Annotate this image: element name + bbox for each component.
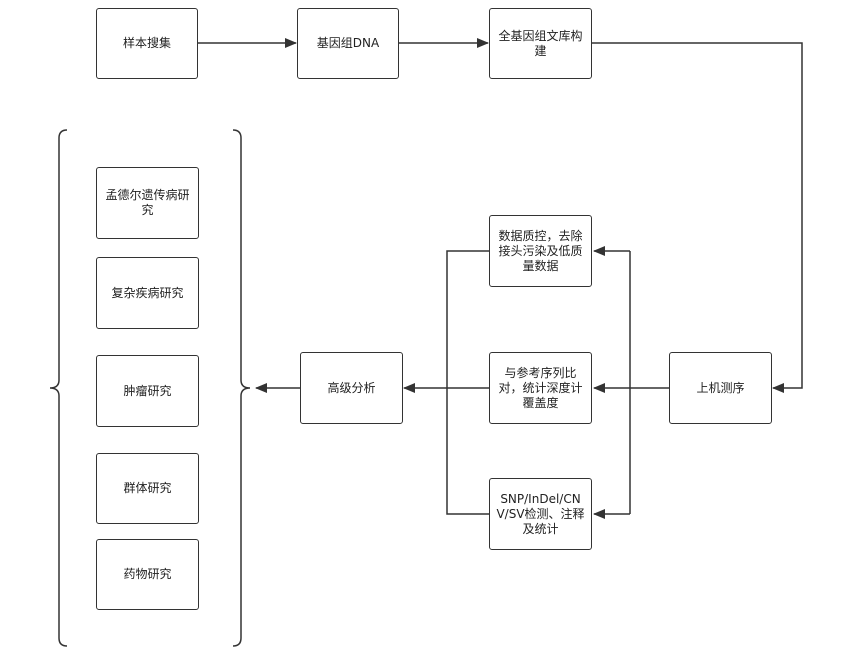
line-qc-to-left-bus bbox=[446, 250, 489, 515]
node-label: 样本搜集 bbox=[122, 36, 171, 50]
node-alignment: 与参考序列比对，统计深度计覆盖度 bbox=[489, 352, 592, 424]
node-population-research: 群体研究 bbox=[96, 453, 199, 524]
arrow-library-to-sequencing bbox=[592, 42, 803, 393]
node-label: 与参考序列比对，统计深度计覆盖度 bbox=[498, 365, 583, 410]
node-label: 高级分析 bbox=[327, 380, 376, 395]
node-label: 基因组DNA bbox=[316, 36, 380, 50]
node-label: 数据质控，去除接头污染及低质量数据 bbox=[498, 228, 583, 273]
node-label: 复杂疾病研究 bbox=[111, 285, 184, 300]
left-brace bbox=[49, 129, 68, 647]
node-label: 上机测序 bbox=[696, 380, 745, 395]
node-library-construction: 全基因组文库构建 bbox=[489, 8, 592, 79]
node-advanced-analysis: 高级分析 bbox=[300, 352, 403, 424]
node-sequencing: 上机测序 bbox=[669, 352, 772, 424]
node-genomic-dna: 基因组DNA bbox=[297, 8, 399, 79]
node-label: SNP/InDel/CNV/SV检测、注释及统计 bbox=[496, 491, 585, 536]
node-tumor-research: 肿瘤研究 bbox=[96, 355, 199, 427]
node-drug-research: 药物研究 bbox=[96, 539, 199, 610]
node-complex-disease: 复杂疾病研究 bbox=[96, 257, 199, 329]
node-variant-detection: SNP/InDel/CNV/SV检测、注释及统计 bbox=[489, 478, 592, 550]
node-label: 药物研究 bbox=[123, 567, 172, 581]
right-brace bbox=[232, 129, 251, 647]
node-label: 肿瘤研究 bbox=[123, 383, 172, 398]
node-label: 孟德尔遗传病研究 bbox=[105, 188, 190, 217]
node-label: 群体研究 bbox=[123, 481, 172, 495]
node-mendelian-disease: 孟德尔遗传病研究 bbox=[96, 167, 199, 239]
node-quality-control: 数据质控，去除接头污染及低质量数据 bbox=[489, 215, 592, 287]
node-sample-collection: 样本搜集 bbox=[96, 8, 198, 79]
node-label: 全基因组文库构建 bbox=[498, 28, 583, 58]
